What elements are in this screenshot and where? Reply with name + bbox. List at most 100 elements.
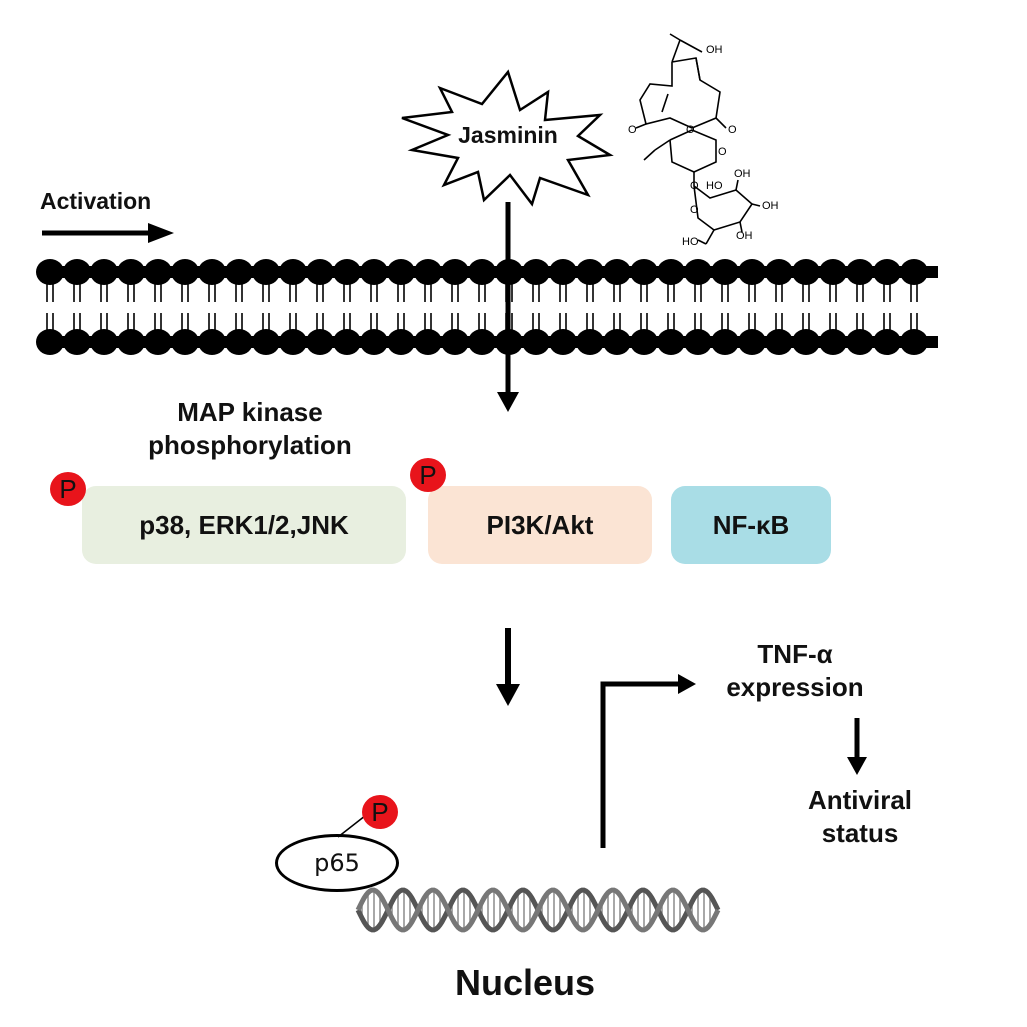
lipid-head bbox=[711, 329, 739, 355]
tnf-expression: TNF-α expression bbox=[700, 638, 890, 705]
nucleus-arrow bbox=[496, 628, 520, 706]
lipid-head bbox=[657, 329, 685, 355]
lipid-head bbox=[846, 329, 874, 355]
lipid-head bbox=[873, 259, 901, 285]
antiviral-line1: Antiviral bbox=[807, 785, 913, 815]
lipid-head bbox=[819, 329, 847, 355]
lipid-head bbox=[117, 259, 145, 285]
structure-ho-2: HO bbox=[682, 236, 699, 248]
lipid-head bbox=[846, 259, 874, 285]
lipid-head bbox=[144, 259, 172, 285]
lipid-head bbox=[603, 329, 631, 355]
lipid-head bbox=[387, 259, 415, 285]
lipid-head bbox=[765, 329, 793, 355]
lipid-head bbox=[738, 259, 766, 285]
phospho-badge-mapk: P bbox=[50, 472, 86, 506]
lipid-head bbox=[792, 259, 820, 285]
lipid-head bbox=[495, 259, 523, 285]
lipid-head bbox=[792, 329, 820, 355]
mapk-box-label: p38, ERK1/2,JNK bbox=[139, 509, 349, 540]
structure-ho-1: HO bbox=[706, 180, 723, 192]
lipid-head bbox=[684, 329, 712, 355]
lipid-head bbox=[144, 329, 172, 355]
lipid-head bbox=[819, 259, 847, 285]
transcription-arrow bbox=[600, 674, 696, 848]
lipid-head bbox=[171, 259, 199, 285]
mapk-title-line2: phosphorylation bbox=[148, 430, 352, 461]
tnf-line1: TNF-α bbox=[757, 639, 833, 669]
lipid-head bbox=[225, 259, 253, 285]
p65-oval: p65 bbox=[275, 834, 399, 892]
lipid-head bbox=[873, 329, 901, 355]
pi3k-box-label: PI3K/Akt bbox=[486, 509, 594, 540]
lipid-head bbox=[468, 329, 496, 355]
lipid-head bbox=[900, 259, 928, 285]
dna-strand bbox=[355, 887, 721, 933]
activation-label: Activation bbox=[40, 188, 152, 214]
structure-o-pyran: O bbox=[718, 146, 727, 158]
lipid-head bbox=[225, 329, 253, 355]
lipid-head bbox=[414, 329, 442, 355]
structure-o-glucose: O bbox=[690, 204, 699, 216]
lipid-head bbox=[630, 259, 658, 285]
nucleus-label: Nucleus bbox=[454, 962, 596, 1003]
lipid-head bbox=[117, 329, 145, 355]
lipid-head bbox=[171, 329, 199, 355]
lipid-head bbox=[495, 329, 523, 355]
lipid-head bbox=[279, 329, 307, 355]
lipid-head bbox=[522, 329, 550, 355]
lipid-head bbox=[765, 259, 793, 285]
lipid-head bbox=[360, 259, 388, 285]
activation-arrow bbox=[42, 223, 174, 243]
lipid-head bbox=[198, 329, 226, 355]
lipid-head bbox=[198, 259, 226, 285]
membrane-band bbox=[38, 336, 938, 348]
structure-o-right: O bbox=[728, 124, 737, 136]
phospho-badge-pi3k: P bbox=[410, 458, 446, 492]
lipid-head bbox=[36, 259, 64, 285]
cell-membrane bbox=[36, 259, 938, 355]
antiviral-line2: status bbox=[821, 818, 899, 849]
lipid-head bbox=[387, 329, 415, 355]
lipid-head bbox=[279, 259, 307, 285]
lipid-head bbox=[711, 259, 739, 285]
mapk-title-line1: MAP kinase bbox=[177, 397, 323, 427]
lipid-head bbox=[306, 259, 334, 285]
lipid-head bbox=[252, 259, 280, 285]
lipid-head bbox=[90, 329, 118, 355]
lipid-head bbox=[738, 329, 766, 355]
lipid-head bbox=[90, 259, 118, 285]
phospho-badge-p65: P bbox=[362, 795, 398, 829]
structure-oh-3: OH bbox=[736, 230, 753, 242]
lipid-head bbox=[549, 329, 577, 355]
lipid-head bbox=[306, 329, 334, 355]
lipid-head bbox=[63, 329, 91, 355]
antiviral-status: Antiviral status bbox=[780, 784, 940, 851]
lipid-head bbox=[900, 329, 928, 355]
p65-label: p65 bbox=[314, 849, 360, 877]
structure-o-left: O bbox=[628, 124, 637, 136]
structure-oh-2: OH bbox=[762, 200, 779, 212]
membrane-band bbox=[38, 266, 938, 278]
lipid-head bbox=[522, 259, 550, 285]
lipid-head bbox=[576, 329, 604, 355]
lipid-head bbox=[630, 329, 658, 355]
lipid-head bbox=[414, 259, 442, 285]
lipid-head bbox=[657, 259, 685, 285]
dna-strand bbox=[355, 887, 721, 933]
structure-o-glyco: O bbox=[690, 180, 699, 192]
lipid-head bbox=[36, 329, 64, 355]
lipid-head bbox=[360, 329, 388, 355]
lipid-head bbox=[603, 259, 631, 285]
lipid-head bbox=[441, 329, 469, 355]
lipid-head bbox=[441, 259, 469, 285]
lipid-head bbox=[333, 259, 361, 285]
lipid-head bbox=[549, 259, 577, 285]
tnf-to-antiviral-arrow bbox=[847, 718, 867, 775]
tnf-line2: expression bbox=[726, 672, 864, 703]
lipid-head bbox=[576, 259, 604, 285]
structure-oh-1: OH bbox=[734, 168, 751, 180]
nfkb-box: NF-κB bbox=[671, 486, 831, 564]
pi3k-box: PI3K/Akt bbox=[428, 486, 652, 564]
activation-pathway-arrow bbox=[497, 202, 519, 412]
